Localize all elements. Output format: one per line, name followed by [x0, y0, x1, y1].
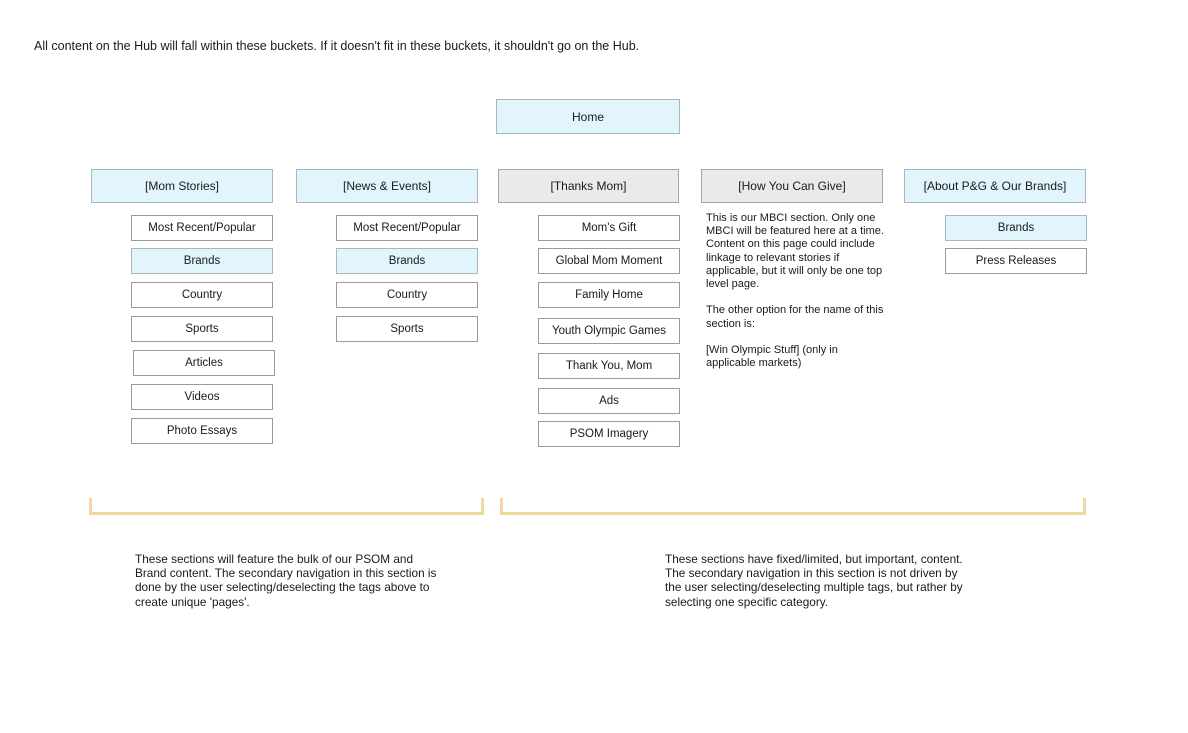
node-family-home[interactable]: Family Home: [538, 282, 680, 308]
node-country[interactable]: Country: [131, 282, 273, 308]
intro-text: All content on the Hub will fall within …: [34, 39, 640, 53]
node-sports[interactable]: Sports: [131, 316, 273, 342]
caption-left: These sections will feature the bulk of …: [135, 552, 440, 609]
column-header-thanks-mom[interactable]: [Thanks Mom]: [498, 169, 679, 203]
grouping-bracket-right: [500, 498, 1086, 515]
node-photo-essays[interactable]: Photo Essays: [131, 418, 273, 444]
mbci-section-note: This is our MBCI section. Only one MBCI …: [706, 212, 884, 370]
node-press-releases[interactable]: Press Releases: [945, 248, 1087, 274]
node-sports[interactable]: Sports: [336, 316, 478, 342]
node-brands[interactable]: Brands: [945, 215, 1087, 241]
caption-right: These sections have fixed/limited, but i…: [665, 552, 966, 609]
node-videos[interactable]: Videos: [131, 384, 273, 410]
column-header-how-you-can-give[interactable]: [How You Can Give]: [701, 169, 883, 203]
node-ads[interactable]: Ads: [538, 388, 680, 414]
node-home[interactable]: Home: [496, 99, 680, 134]
node-brands[interactable]: Brands: [131, 248, 273, 274]
node-youth-olympic-games[interactable]: Youth Olympic Games: [538, 318, 680, 344]
node-psom-imagery[interactable]: PSOM Imagery: [538, 421, 680, 447]
node-moms-gift[interactable]: Mom's Gift: [538, 215, 680, 241]
grouping-bracket-left: [89, 498, 484, 515]
node-articles[interactable]: Articles: [133, 350, 275, 376]
node-most-recent-popular[interactable]: Most Recent/Popular: [131, 215, 273, 241]
node-global-mom-moment[interactable]: Global Mom Moment: [538, 248, 680, 274]
node-thank-you-mom[interactable]: Thank You, Mom: [538, 353, 680, 379]
node-most-recent-popular[interactable]: Most Recent/Popular: [336, 215, 478, 241]
node-brands[interactable]: Brands: [336, 248, 478, 274]
column-header-about-pg-and-our-brands[interactable]: [About P&G & Our Brands]: [904, 169, 1086, 203]
column-header-news-and-events[interactable]: [News & Events]: [296, 169, 478, 203]
node-country[interactable]: Country: [336, 282, 478, 308]
column-header-mom-stories[interactable]: [Mom Stories]: [91, 169, 273, 203]
